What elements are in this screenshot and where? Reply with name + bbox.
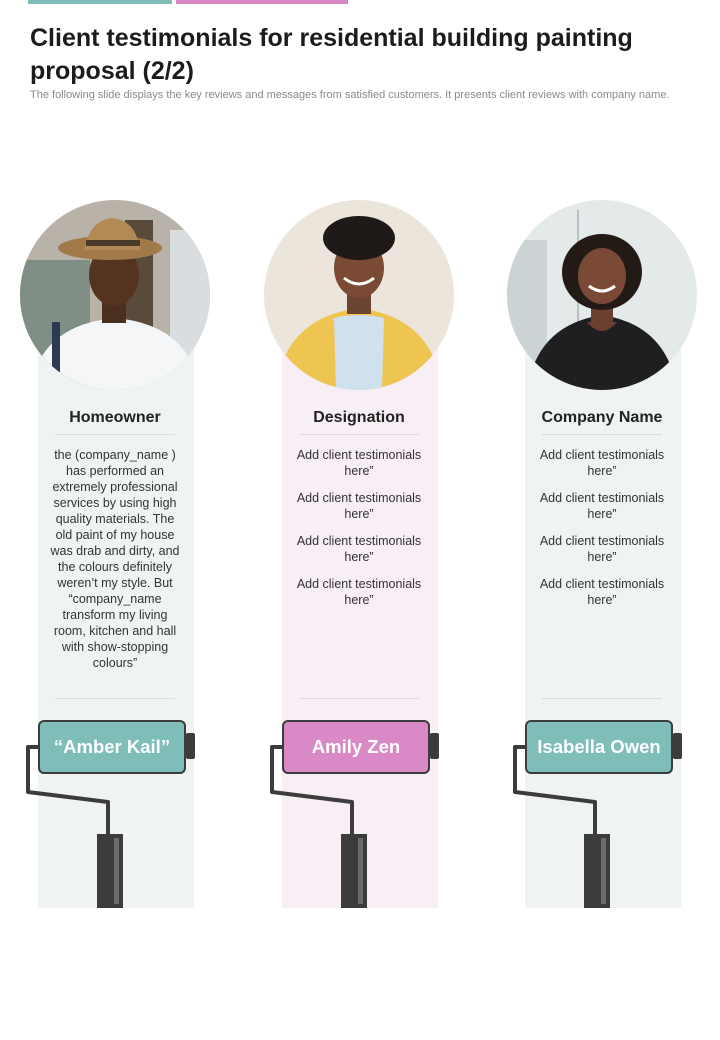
divider <box>542 434 662 435</box>
testimonial-card-1: Homeowner the (company_name ) has perfor… <box>20 200 210 920</box>
testimonial-note: Add client testimonials here” <box>539 534 665 564</box>
page-subtitle: The following slide displays the key rev… <box>30 89 670 101</box>
testimonial-note: Add client testimonials here” <box>296 534 422 564</box>
top-accent-bar-teal <box>28 0 172 4</box>
card-heading: Company Name <box>541 409 663 426</box>
divider <box>299 698 419 699</box>
testimonial-note: Add client testimonials here” <box>539 448 665 478</box>
paint-roller-handle-icon <box>270 733 439 908</box>
testimonial-notes: Add client testimonials here” Add client… <box>535 447 669 619</box>
testimonial-card-3: Company Name Add client testimonials her… <box>507 200 697 920</box>
divider <box>55 698 175 699</box>
paint-roller-handle-icon <box>513 733 682 908</box>
client-name-roller: “Amber Kail” <box>38 720 186 774</box>
testimonial-note: Add client testimonials here” <box>296 491 422 521</box>
client-name-roller: Amily Zen <box>282 720 430 774</box>
top-accent-bar-pink <box>176 0 348 4</box>
divider <box>299 434 419 435</box>
testimonial-notes: Add client testimonials here” Add client… <box>292 447 426 619</box>
testimonial-card-2: Designation Add client testimonials here… <box>264 200 454 920</box>
divider <box>55 434 175 435</box>
paint-roller-handle-icon <box>26 733 195 908</box>
card-panel <box>282 330 438 908</box>
testimonial-text: the (company_name ) has performed an ext… <box>50 448 180 670</box>
card-heading: Designation <box>313 409 405 426</box>
divider <box>542 698 662 699</box>
testimonial-note: Add client testimonials here” <box>296 577 422 607</box>
card-panel <box>525 330 681 908</box>
woman-yellow-blazer-photo <box>264 200 454 390</box>
testimonial-note: Add client testimonials here” <box>539 577 665 607</box>
card-panel <box>38 330 194 908</box>
man-with-hat-photo <box>20 200 210 390</box>
client-name-roller: Isabella Owen <box>525 720 673 774</box>
page-title: Client testimonials for residential buil… <box>30 24 633 85</box>
card-heading: Homeowner <box>69 409 161 426</box>
testimonial-note: Add client testimonials here” <box>539 491 665 521</box>
woman-black-top-photo <box>507 200 697 390</box>
testimonial-note: Add client testimonials here” <box>296 448 422 478</box>
